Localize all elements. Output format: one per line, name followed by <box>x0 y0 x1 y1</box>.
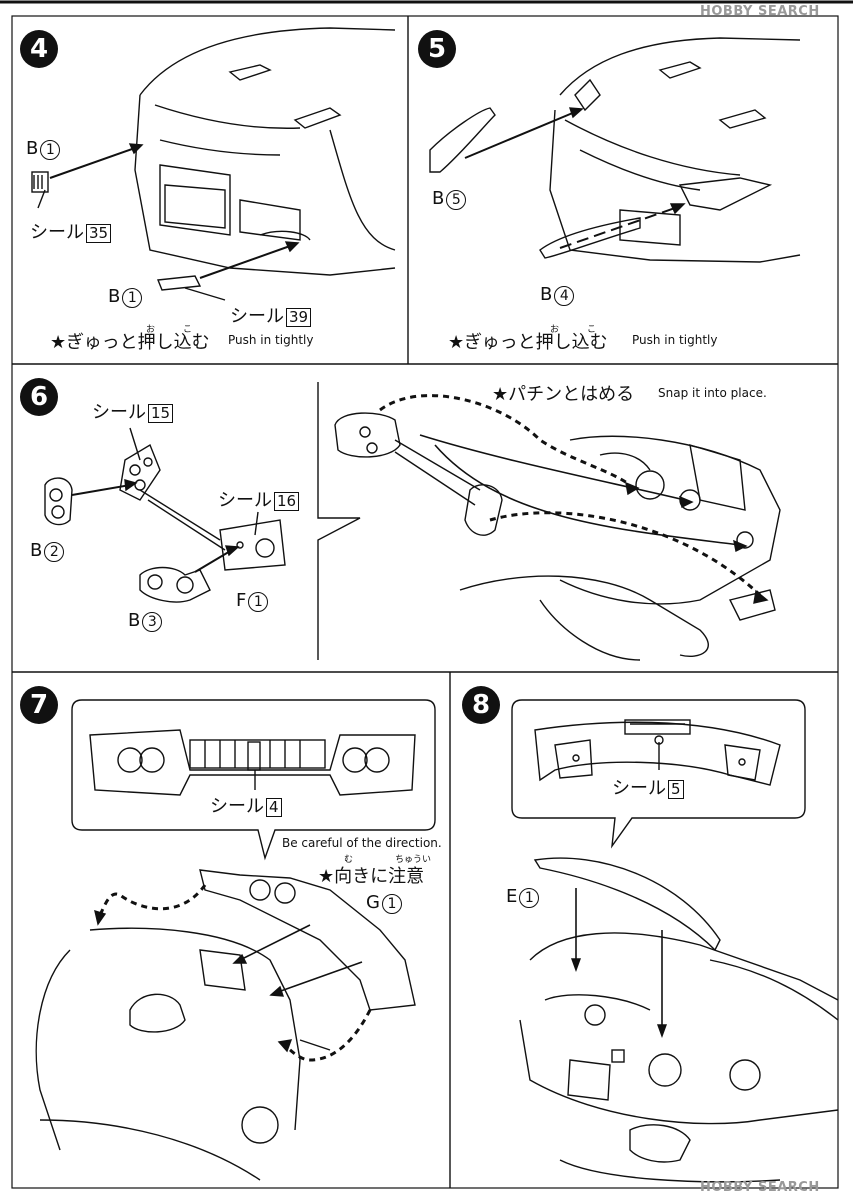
step4-note-jp: ★ぎゅっと押し込む <box>50 332 210 353</box>
step5-car-front <box>429 37 801 263</box>
step5-note-jp: ★ぎゅっと押し込む <box>448 332 608 353</box>
step6-assembly <box>334 412 781 661</box>
furigana-o-5: お <box>550 325 560 335</box>
furigana-ko: こ <box>183 325 193 335</box>
step-number-4: 4 <box>20 30 58 68</box>
furigana-chuui: ちゅうい <box>395 855 432 865</box>
furigana-o: お <box>146 325 156 335</box>
step-number-6: 6 <box>20 378 58 416</box>
step4-note-en: Push in tightly <box>228 333 314 347</box>
step-number-5: 5 <box>418 30 456 68</box>
step6-note-en: Snap it into place. <box>658 386 767 400</box>
step-number-7: 7 <box>20 686 58 724</box>
furigana-mu: む <box>344 855 354 865</box>
step8-wing-detail <box>534 719 781 786</box>
step8-car-rear <box>519 857 839 1183</box>
furigana-ko-5: こ <box>587 325 597 335</box>
step7-caution-en: Be careful of the direction. <box>282 836 442 850</box>
step-number-8: 8 <box>462 686 500 724</box>
step6-note-jp: ★パチンとはめる <box>492 384 635 405</box>
step7-caution-jp: ★向きに注意 <box>318 866 425 887</box>
step7-assembly <box>35 869 416 1181</box>
step4-car-front <box>31 27 396 291</box>
watermark-top: HOBBY SEARCH <box>700 4 820 19</box>
watermark-bottom: HOBBY SEARCH <box>700 1180 820 1195</box>
step6-parts <box>44 443 286 603</box>
step5-note-en: Push in tightly <box>632 333 718 347</box>
step7-bumper-detail <box>89 729 416 796</box>
